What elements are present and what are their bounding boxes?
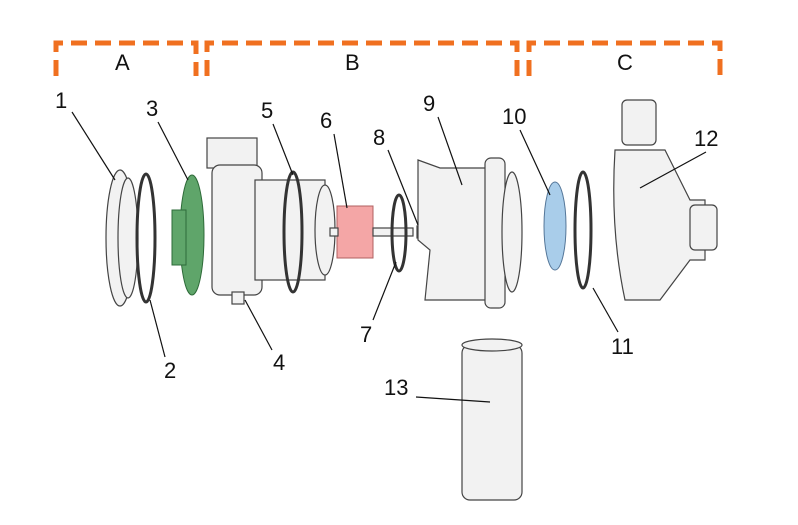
leader-lines — [71, 111, 707, 403]
bracket-b — [204, 40, 520, 76]
label-5: 5 — [261, 98, 273, 123]
part-6-rotor — [329, 205, 414, 259]
part-4-housing — [206, 137, 336, 305]
label-11: 11 — [611, 334, 634, 359]
part-2-oring — [135, 172, 157, 304]
group-label-b: B — [345, 50, 360, 75]
part-1-cover — [105, 169, 139, 307]
label-13: 13 — [384, 375, 408, 400]
group-brackets — [53, 40, 723, 76]
label-12: 12 — [694, 126, 718, 151]
label-9: 9 — [423, 91, 435, 116]
label-8: 8 — [373, 125, 385, 150]
part-5-oring — [282, 170, 304, 294]
label-6: 6 — [320, 108, 332, 133]
part-7-oring — [390, 193, 408, 273]
part-12-pump-head — [613, 99, 718, 301]
part-9-motor-body — [417, 157, 523, 309]
label-1: 1 — [55, 88, 67, 113]
part-10-impeller — [543, 181, 567, 271]
label-4: 4 — [273, 350, 285, 375]
group-label-c: C — [617, 50, 633, 75]
group-label-a: A — [115, 50, 130, 75]
label-2: 2 — [164, 358, 176, 383]
label-3: 3 — [146, 96, 158, 121]
bracket-c — [526, 40, 723, 76]
label-10: 10 — [502, 104, 526, 129]
part-11-oring — [573, 170, 593, 290]
part-13-spare-housing — [461, 338, 523, 501]
label-7: 7 — [360, 322, 372, 347]
part-3-filter — [171, 174, 205, 296]
bracket-a — [53, 40, 199, 76]
